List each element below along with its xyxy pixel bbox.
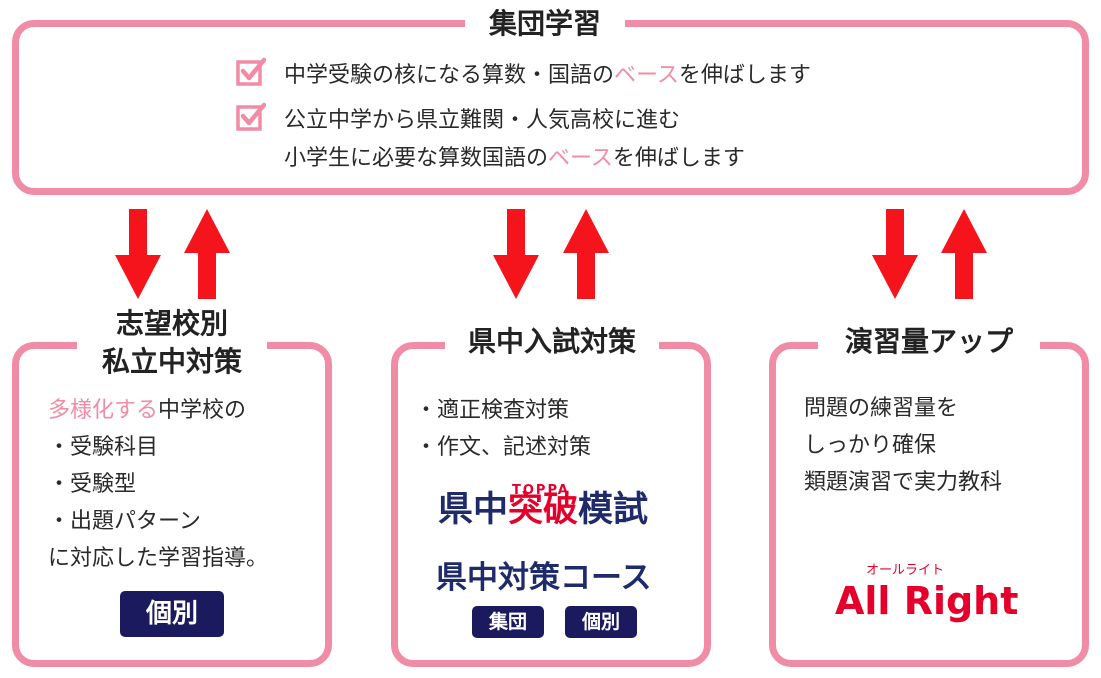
prefectural-course-logo: 県中対策コース [436, 560, 652, 596]
practice-volume-title: 演習量アップ [818, 322, 1040, 362]
list-item: ・作文、記述対策 [415, 435, 592, 460]
prefectural-exam-list: ・適正検査対策 ・作文、記述対策 [415, 392, 591, 466]
allright-logo: All Right [835, 579, 1019, 623]
practice-volume-box [769, 342, 1089, 667]
individual-badge: 個別 [120, 591, 224, 637]
private-school-title: 志望校別 私立中対策 [77, 305, 267, 381]
top-item-1: 中学受験の核になる算数・国語のベースを伸ばします [236, 57, 811, 95]
toppa-ruby: TOPPA [512, 483, 570, 498]
checkbox-icon [236, 57, 266, 86]
up-arrow-icon [941, 209, 987, 299]
list-item: ・受験科目 [48, 435, 159, 460]
up-arrow-icon [184, 209, 230, 299]
top-item-1-text: 中学受験の核になる算数・国語のベースを伸ばします [284, 63, 811, 88]
prefectural-exam-title: 県中入試対策 [445, 322, 659, 362]
up-arrow-icon [563, 209, 609, 299]
checkbox-icon [236, 102, 266, 131]
individual-badge: 個別 [565, 606, 637, 638]
group-study-title: 集団学習 [465, 4, 625, 44]
group-badge: 集団 [472, 606, 544, 638]
list-item: ・出題パターン [48, 509, 201, 534]
list-item: ・受験型 [48, 472, 137, 497]
list-item: しっかり確保 [804, 433, 937, 458]
top-item-2-text: 公立中学から県立難関・人気高校に進む 小学生に必要な算数国語のベースを伸ばします [284, 108, 745, 171]
private-school-list: 多様化する中学校の ・受験科目 ・受験型 ・出題パターン に対応した学習指導。 [48, 398, 269, 571]
prefectural-exam-box [391, 342, 711, 667]
down-arrow-icon [872, 209, 918, 299]
practice-volume-list: 問題の練習量を しっかり確保 類題演習で実力教科 [804, 390, 1002, 501]
down-arrow-icon [115, 209, 161, 299]
allright-ruby: オールライト [866, 563, 945, 578]
top-item-2: 公立中学から県立難関・人気高校に進む 小学生に必要な算数国語のベースを伸ばします [236, 102, 745, 178]
list-item: 類題演習で実力教科 [804, 470, 1003, 495]
list-item: ・適正検査対策 [415, 398, 570, 423]
down-arrow-icon [493, 209, 539, 299]
list-item: 問題の練習量を [804, 396, 959, 421]
